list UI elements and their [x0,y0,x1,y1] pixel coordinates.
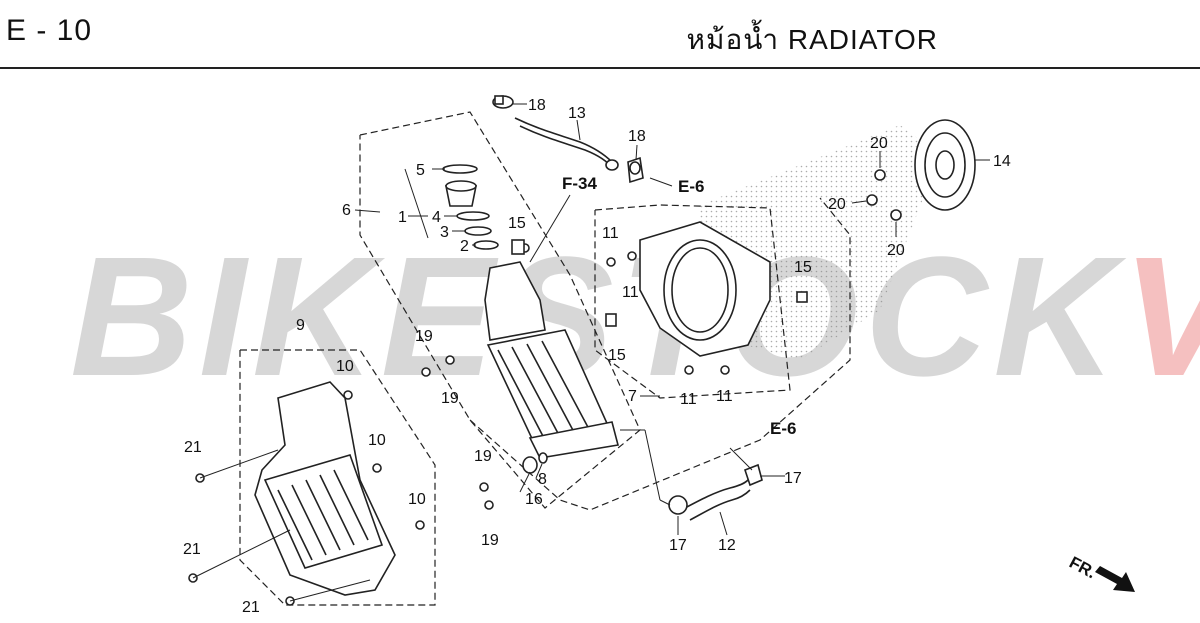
radiator-cover [254,381,396,596]
callout-20-top: 20 [870,135,888,152]
fan-shroud [639,221,771,357]
lower-hose [668,463,763,521]
callout-21-bottom: 21 [242,599,260,616]
callout-11-c: 11 [680,391,697,408]
callout-12: 12 [718,537,736,554]
callout-19-b: 19 [441,390,459,407]
callout-10-bottom: 10 [408,491,426,508]
callout-16: 16 [525,491,543,508]
reference-e6-top: E-6 [678,177,704,196]
assembly-outline-cover [239,349,436,606]
callout-10-middle: 10 [368,432,386,449]
callout-8: 8 [538,471,547,488]
callout-20-left: 20 [828,196,846,213]
callout-11-a: 11 [602,225,619,242]
callout-11-b: 11 [622,284,639,301]
callout-15-c: 15 [608,347,626,364]
callout-7: 7 [628,388,637,405]
callout-18-right: 18 [628,128,646,145]
callout-2: 2 [460,238,469,255]
page-title: หม้อน้ำ RADIATOR [686,24,938,55]
callout-15-a: 15 [508,215,526,232]
callout-21-top: 21 [184,439,202,456]
callout-15-b: 15 [794,259,812,276]
front-direction-arrow-icon [1095,566,1135,592]
hose-clamp-right [627,156,644,184]
callout-11-d: 11 [716,388,733,405]
fasteners [188,169,902,606]
callout-19-a: 19 [415,328,433,345]
callout-1: 1 [398,209,407,226]
callout-4: 4 [432,209,441,226]
assembly-outline-shroud [594,204,791,399]
header-divider [0,67,1200,69]
reference-e6-bottom: E-6 [770,419,796,438]
callout-19-d: 19 [481,532,499,549]
callout-21-middle: 21 [183,541,201,558]
upper-hose [514,117,619,171]
callout-10-top: 10 [336,358,354,375]
cooling-fan [914,119,976,211]
callout-6: 6 [342,202,351,219]
assembly-outline-outer [469,197,851,511]
callout-13: 13 [568,105,586,122]
callout-19-c: 19 [474,448,492,465]
reference-f34: F-34 [562,174,598,193]
callout-17-bottom: 17 [669,537,687,554]
callout-3: 3 [440,224,449,241]
hose-clamp-top [492,95,514,109]
callout-20-bottom: 20 [887,242,905,259]
radiator-cap-assembly [442,164,499,250]
callout-18-top: 18 [528,97,546,114]
front-direction-label: FR. [1066,553,1099,583]
assembly-outline-radiator [359,111,641,509]
page-code: E - 10 [6,14,93,47]
radiator-core [484,243,619,459]
header: E - 10 หม้อน้ำ RADIATOR [0,0,1200,69]
callout-5: 5 [416,162,425,179]
callout-17-right: 17 [784,470,802,487]
callout-9: 9 [296,317,305,334]
leader-lines [192,103,990,602]
callout-14: 14 [993,153,1011,170]
